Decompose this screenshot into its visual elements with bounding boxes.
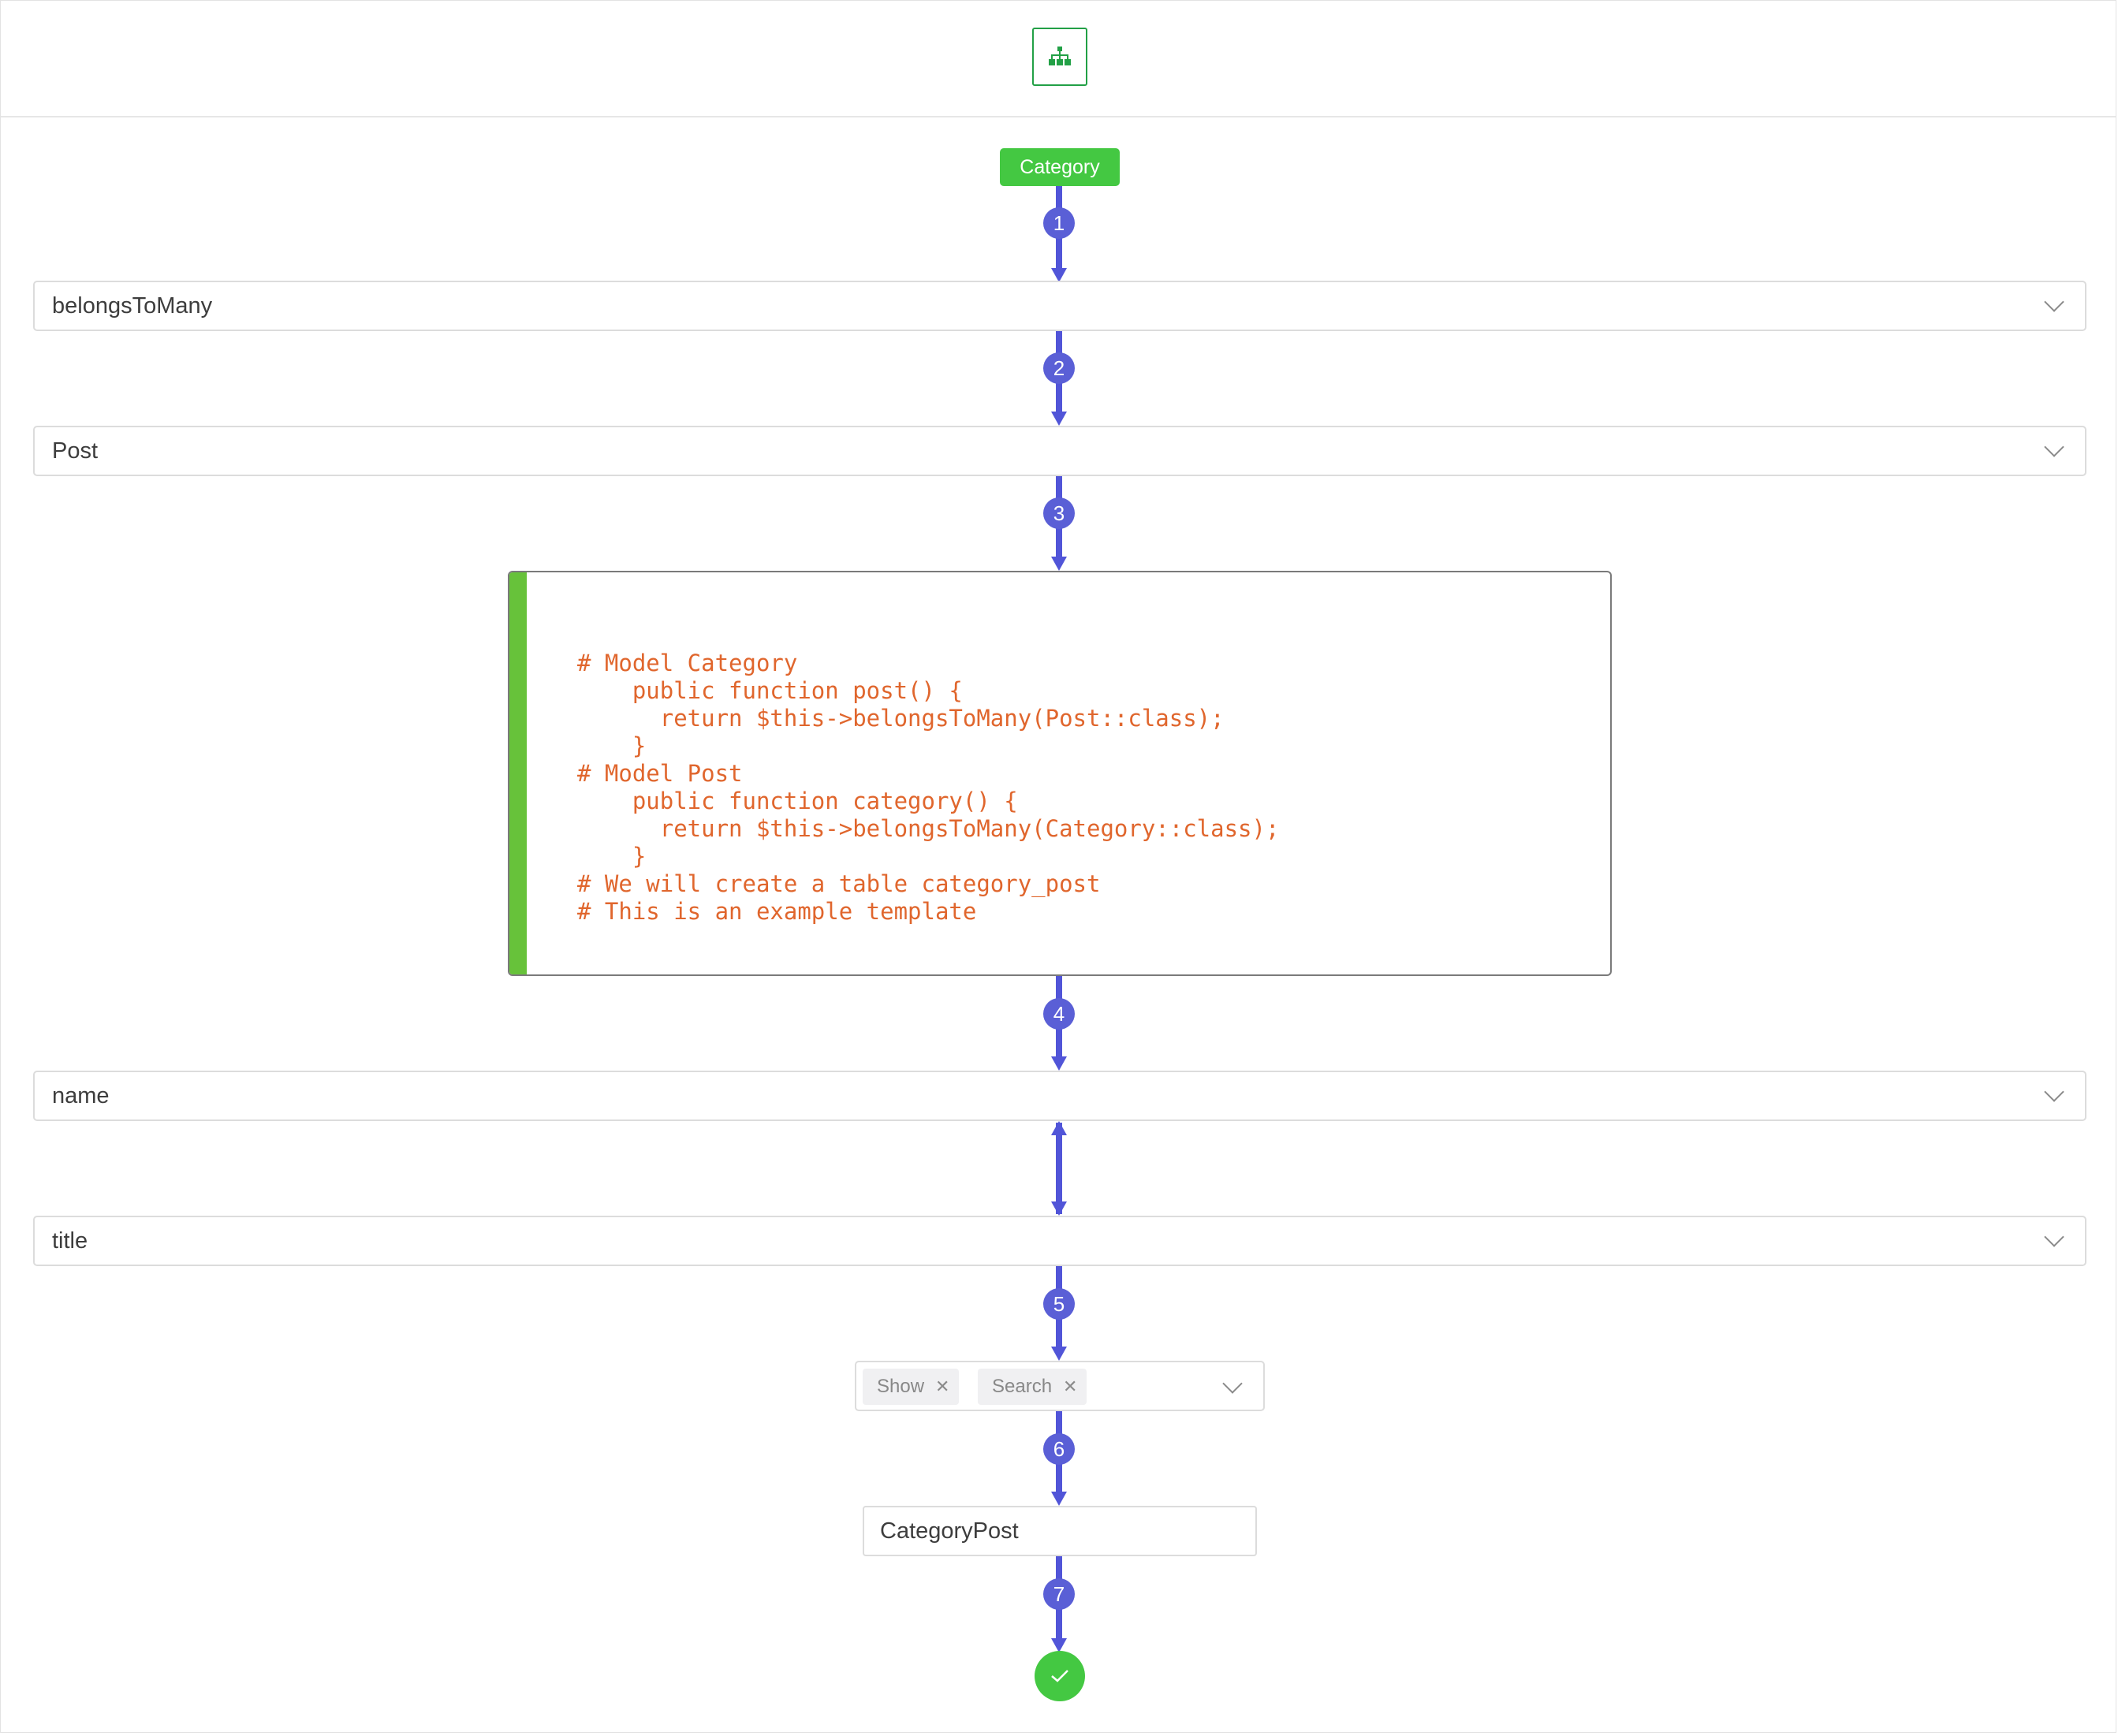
arrow-up-icon — [1051, 1121, 1067, 1135]
chevron-down-icon — [2044, 1227, 2064, 1247]
step-badge: 2 — [1043, 352, 1075, 384]
close-icon[interactable]: ✕ — [1063, 1377, 1078, 1396]
flow-connector — [1056, 1123, 1062, 1214]
relation-type-select[interactable]: belongsToMany — [33, 281, 2086, 331]
arrow-down-icon — [1051, 412, 1067, 426]
sitemap-button[interactable] — [1032, 28, 1087, 86]
checkmark-icon — [1051, 1670, 1068, 1682]
code-template-text: # Model Category public function post() … — [577, 650, 1280, 925]
step-badge: 1 — [1043, 207, 1075, 239]
step-badge: 5 — [1043, 1288, 1075, 1320]
complete-button[interactable] — [1035, 1651, 1085, 1701]
chevron-down-icon — [2044, 292, 2064, 312]
start-model-badge: Category — [1000, 148, 1120, 186]
source-field-value: name — [52, 1083, 110, 1108]
source-field-select[interactable]: name — [33, 1071, 2086, 1121]
tag-label: Search — [992, 1376, 1053, 1397]
relation-type-value: belongsToMany — [52, 293, 213, 319]
arrow-down-icon — [1051, 557, 1067, 571]
top-toolbar — [1, 1, 2116, 117]
arrow-down-icon — [1051, 1492, 1067, 1506]
tag-label: Show — [877, 1376, 925, 1397]
arrow-down-icon — [1051, 1201, 1067, 1216]
arrow-down-icon — [1051, 1347, 1067, 1361]
related-model-select[interactable]: Post — [33, 426, 2086, 476]
related-model-value: Post — [52, 438, 99, 464]
tag-search: Search ✕ — [978, 1369, 1087, 1405]
pivot-name-value: CategoryPost — [880, 1518, 1019, 1544]
arrow-down-icon — [1051, 1056, 1067, 1071]
step-badge: 3 — [1043, 497, 1075, 529]
step-badge: 7 — [1043, 1578, 1075, 1610]
target-field-select[interactable]: title — [33, 1216, 2086, 1266]
arrow-down-icon — [1051, 268, 1067, 282]
pivot-name-input[interactable]: CategoryPost — [863, 1506, 1257, 1556]
sitemap-icon — [1049, 47, 1071, 65]
code-accent-bar — [509, 572, 527, 974]
step-badge: 4 — [1043, 998, 1075, 1030]
start-model-label: Category — [1020, 155, 1100, 178]
options-multiselect[interactable]: Show ✕ Search ✕ — [855, 1361, 1265, 1411]
chevron-down-icon — [2044, 1082, 2064, 1102]
arrow-down-icon — [1051, 1638, 1067, 1652]
chevron-down-icon — [2044, 437, 2064, 457]
step-badge: 6 — [1043, 1433, 1075, 1465]
code-template-panel: # Model Category public function post() … — [508, 571, 1612, 976]
tag-show: Show ✕ — [863, 1369, 960, 1405]
target-field-value: title — [52, 1228, 88, 1254]
close-icon[interactable]: ✕ — [935, 1377, 950, 1396]
chevron-down-icon — [1222, 1373, 1243, 1394]
